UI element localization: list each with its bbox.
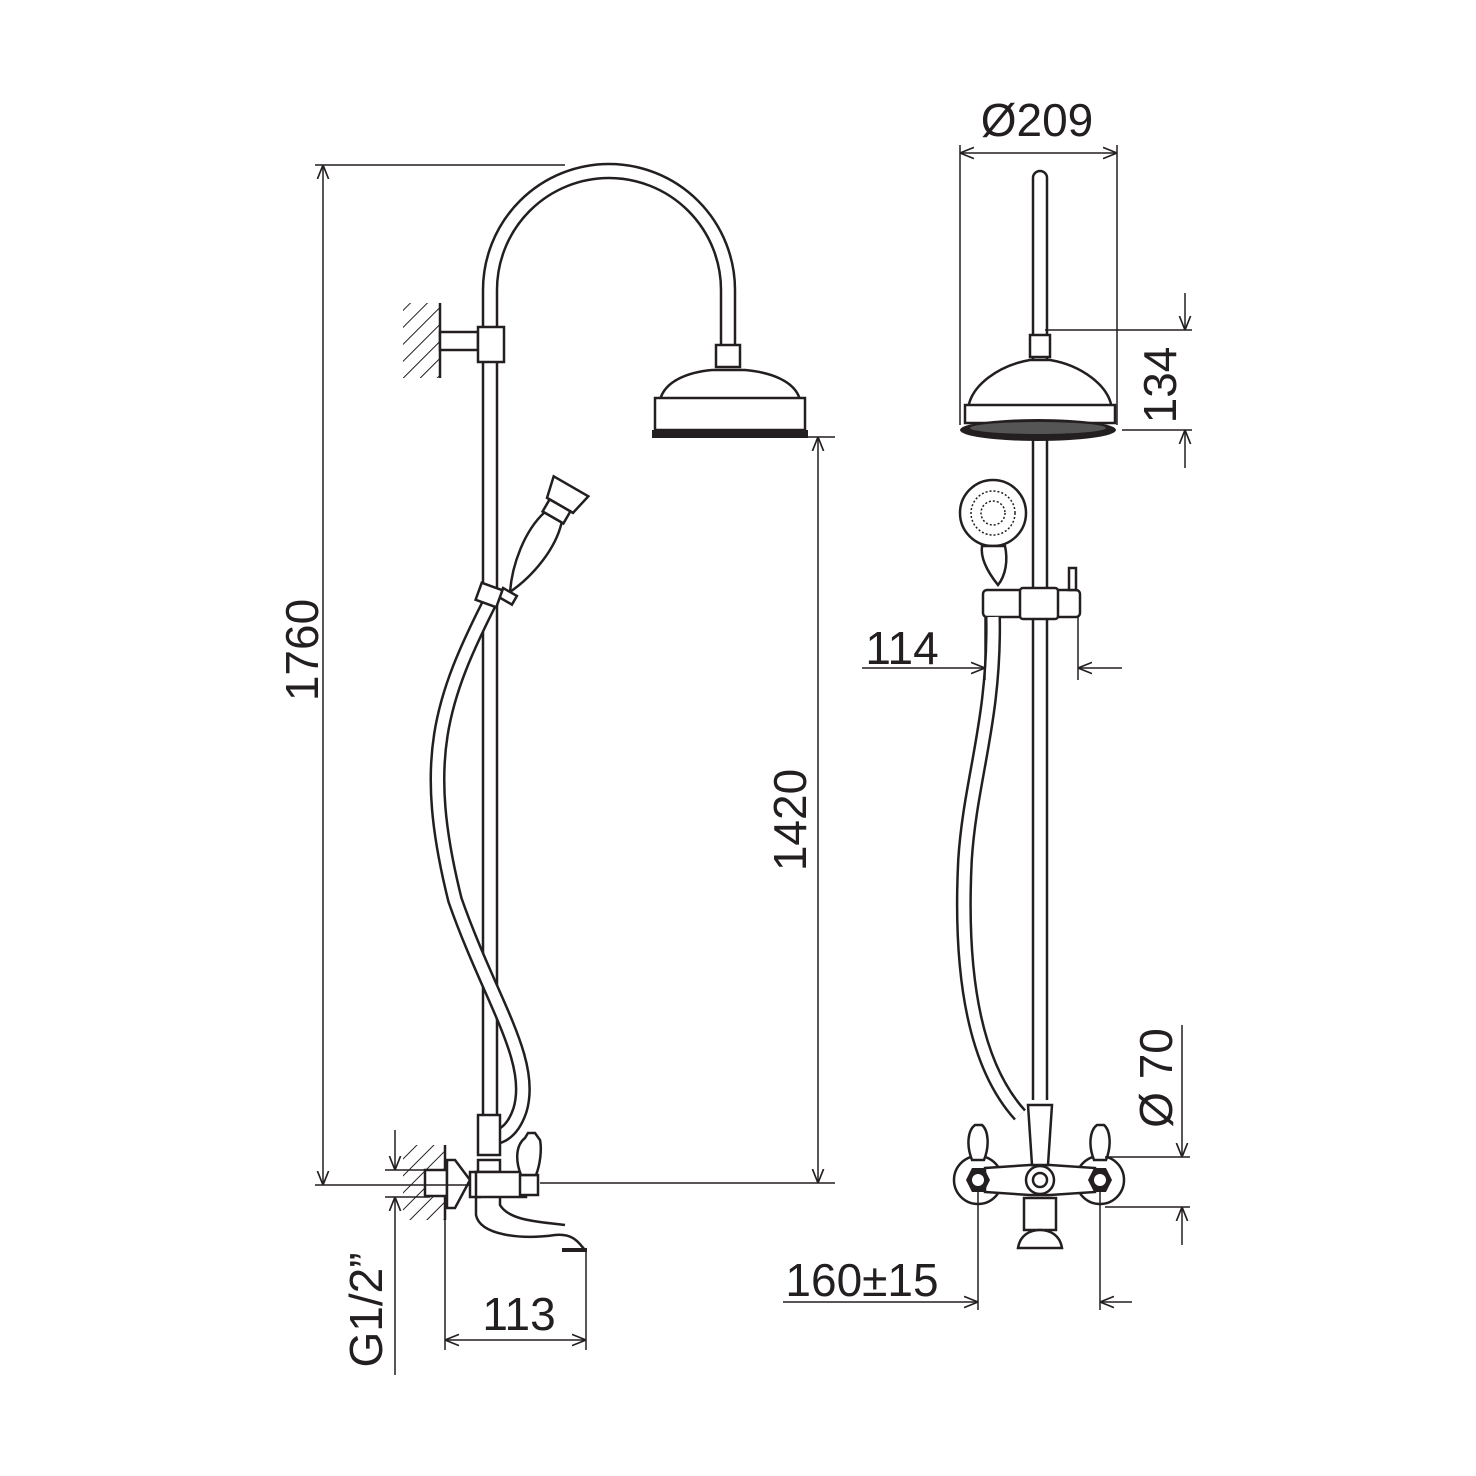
dimension-head-depth: 134 bbox=[1045, 293, 1192, 468]
dimension-inlet-thread: G1/2” bbox=[340, 1130, 430, 1375]
front-view: Ø209 134 114 Ø 70 bbox=[783, 94, 1192, 1310]
bath-mixer-side bbox=[403, 1113, 587, 1252]
dimension-total-height: 1760 bbox=[276, 164, 565, 1186]
dimension-label-114: 114 bbox=[865, 622, 938, 674]
dimension-escutcheon-diameter: Ø 70 bbox=[1105, 1025, 1190, 1245]
overhead-shower-front bbox=[960, 333, 1117, 441]
dimension-label-70: Ø 70 bbox=[1130, 1028, 1182, 1128]
dimension-slider-width: 114 bbox=[862, 617, 1122, 680]
dimension-label-160: 160±15 bbox=[785, 1254, 938, 1306]
slider-front bbox=[981, 566, 1082, 621]
riser-rail bbox=[481, 162, 737, 1130]
dimension-label-1420: 1420 bbox=[764, 769, 816, 871]
dimension-head-diameter: Ø209 bbox=[959, 94, 1118, 425]
dimension-label-209: Ø209 bbox=[981, 94, 1094, 146]
dimension-label-g12: G1/2” bbox=[340, 1252, 392, 1367]
shower-hose-side bbox=[429, 581, 531, 1146]
dimension-spout-projection: 113 bbox=[444, 1200, 587, 1350]
dimension-inlet-centers: 160±15 bbox=[783, 1186, 1132, 1310]
dimension-label-134: 134 bbox=[1134, 347, 1186, 424]
dimension-head-height: 1420 bbox=[540, 436, 835, 1184]
shower-hose-front bbox=[955, 616, 1027, 1121]
dimension-label-113: 113 bbox=[482, 1288, 555, 1340]
side-view: 1760 1420 G1/2” 113 bbox=[276, 162, 835, 1375]
wall-bracket bbox=[403, 303, 506, 378]
bath-mixer-front bbox=[952, 1103, 1126, 1250]
hand-shower-front bbox=[958, 478, 1028, 588]
riser-rail-front bbox=[1031, 169, 1049, 1100]
dimension-label-1760: 1760 bbox=[276, 599, 328, 701]
overhead-shower-side bbox=[652, 343, 808, 438]
